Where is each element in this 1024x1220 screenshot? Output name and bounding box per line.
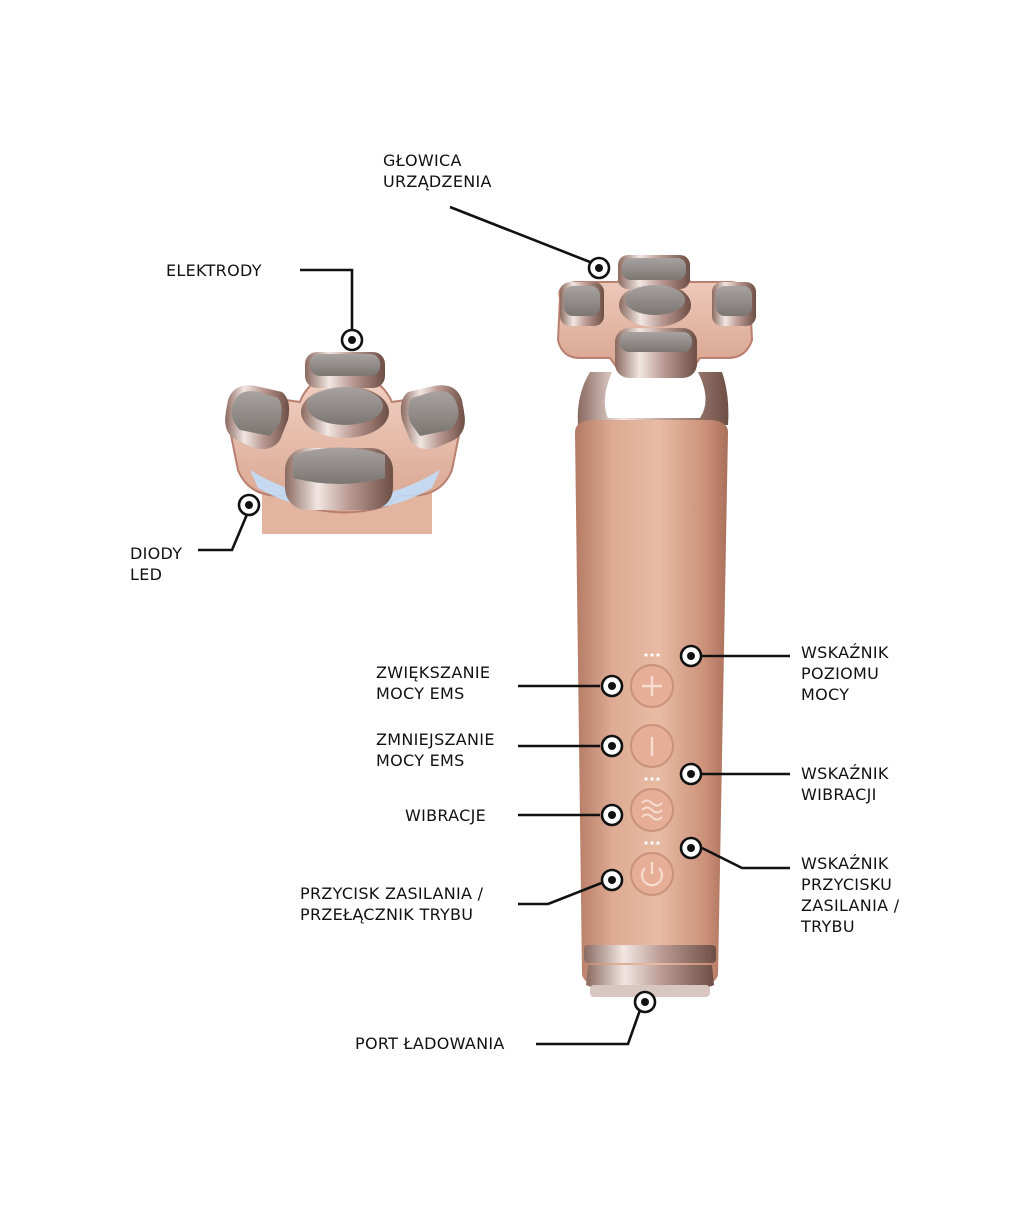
button-plus[interactable]	[631, 665, 673, 707]
button-power[interactable]	[631, 853, 673, 895]
device-neck	[578, 372, 729, 425]
label-electrodes: ELEKTRODY	[166, 260, 262, 281]
callout-line-charging	[536, 1010, 640, 1044]
marker-ems-up	[602, 676, 622, 696]
marker-ems-down	[602, 736, 622, 756]
label-power-mode-ind: WSKAŹNIK PRZYCISKU ZASILANIA / TRYBU	[801, 853, 899, 937]
marker-electrodes	[342, 330, 362, 350]
callout-line-head	[450, 207, 590, 262]
label-head: GŁOWICA URZĄDZENIA	[383, 150, 492, 192]
callout-line-electrodes	[300, 270, 352, 330]
label-power-level-ind: WSKAŹNIK POZIOMU MOCY	[801, 642, 889, 705]
label-vibration-ind: WSKAŹNIK WIBRACJI	[801, 763, 889, 805]
button-vibration[interactable]	[631, 789, 673, 831]
callout-line-led	[198, 512, 248, 550]
label-led: DIODY LED	[130, 543, 182, 585]
marker-vibration	[602, 805, 622, 825]
label-ems-up: ZWIĘKSZANIE MOCY EMS	[376, 662, 490, 704]
zoomed-electrode-center	[301, 386, 389, 438]
button-minus[interactable]	[631, 725, 673, 767]
zoomed-electrode-bottom	[285, 448, 393, 511]
indicator-dots-vibration	[644, 777, 659, 780]
label-vibration: WIBRACJE	[405, 805, 486, 826]
indicator-dots-power-level	[644, 653, 659, 656]
marker-power-mode-ind	[681, 838, 701, 858]
indicator-dots-power-mode	[644, 841, 659, 844]
marker-power-level-ind	[681, 646, 701, 666]
zoomed-head	[225, 352, 465, 534]
device-bottom-ring	[584, 945, 716, 963]
marker-led	[239, 495, 259, 515]
marker-vibration-ind	[681, 764, 701, 784]
marker-charging	[635, 992, 655, 1012]
label-charging: PORT ŁADOWANIA	[355, 1033, 505, 1054]
label-power: PRZYCISK ZASILANIA / PRZEŁĄCZNIK TRYBU	[300, 883, 483, 925]
label-ems-down: ZMNIEJSZANIE MOCY EMS	[376, 729, 495, 771]
marker-power	[602, 870, 622, 890]
zoomed-electrode-top	[305, 352, 385, 388]
marker-head	[589, 258, 609, 278]
